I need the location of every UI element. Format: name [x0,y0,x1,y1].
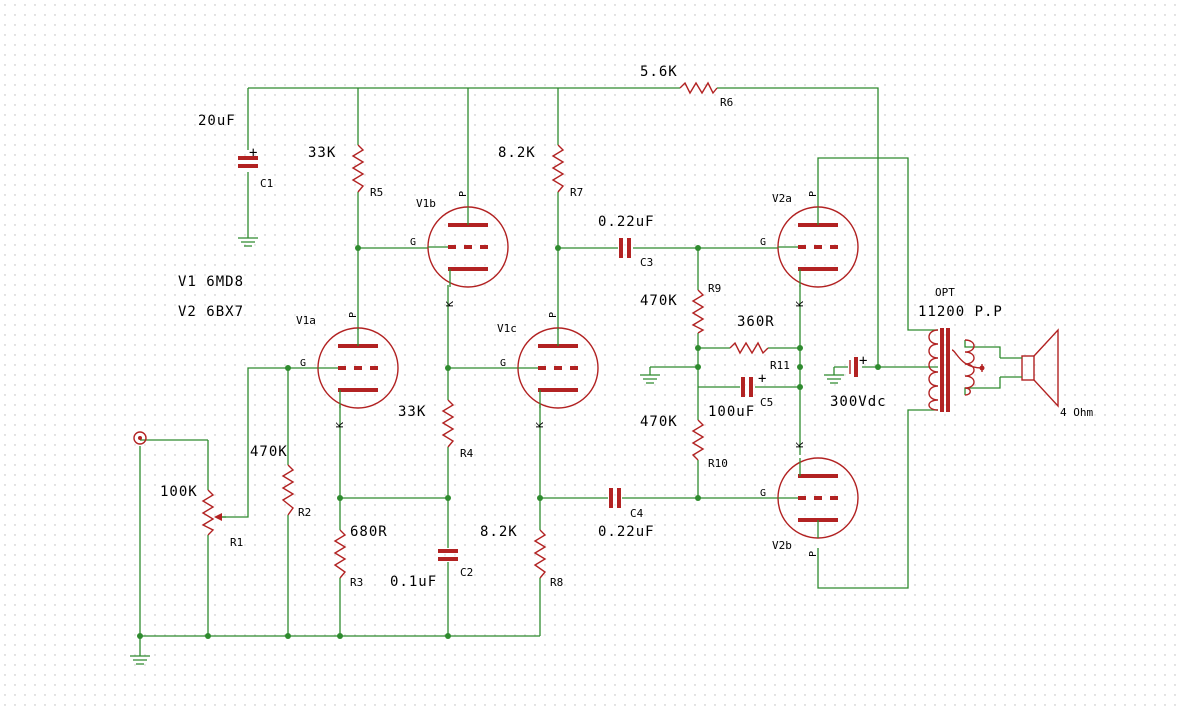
r9-value: 470K [640,293,678,309]
ground-icon [824,374,844,384]
r7-ref: R7 [570,186,583,199]
battery-icon: + [849,353,868,377]
c1-plus: + [249,145,258,161]
v1a-cathode-label: K [335,422,346,428]
r5-ref: R5 [370,186,383,199]
v1b-plate-label: P [458,191,469,197]
labels: 20uF C1 33K R5 8.2K R7 5.6K R6 0.22uF C3… [160,64,1093,590]
r1-value: 100K [160,484,198,500]
v2b-plate-label: P [808,551,819,557]
capacitor-c2 [438,549,458,561]
v2a-plate-label: P [808,191,819,197]
c5-ref: C5 [760,396,773,409]
ground-icon [130,655,150,665]
c4-ref: C4 [630,507,644,520]
v2b-grid-label: G [760,488,766,499]
r4-ref: R4 [460,447,474,460]
v1c-cathode-label: K [535,422,546,428]
v1b-grid-label: G [410,237,416,248]
note-v2: V2 6BX7 [178,304,244,320]
input-jack-icon [133,431,147,445]
r1-ref: R1 [230,536,243,549]
resistor-r7 [551,144,565,193]
ground-symbols [130,237,844,665]
v2a-grid-label: G [760,237,766,248]
v1a-grid-label: G [300,358,306,369]
r2-value: 470K [250,444,288,460]
v1b-ref: V1b [416,197,436,210]
v1a-plate-label: P [348,312,359,318]
resistors [201,81,769,579]
r6-ref: R6 [720,96,733,109]
resistor-r11 [729,341,769,355]
opt-value: 11200 P.P [918,304,1003,320]
v1c-grid-label: G [500,358,506,369]
r3-ref: R3 [350,576,363,589]
r8-value: 8.2K [480,524,518,540]
resistor-r8 [533,529,547,579]
note-v1: V1 6MD8 [178,274,244,290]
battery-plus: + [859,353,868,369]
ground-icon [640,374,660,384]
v1c-ref: V1c [497,322,517,335]
v2b-cathode-label: K [795,442,806,448]
r5-value: 33K [308,145,336,161]
resistor-r6 [679,81,718,95]
speaker-icon [1000,328,1059,408]
c1-value: 20uF [198,113,236,129]
resistor-r9 [691,289,705,334]
resistor-r2 [281,464,295,516]
capacitor-c5: + [741,371,767,397]
resistor-r10 [691,419,705,461]
v1b-cathode-label: K [445,301,456,307]
capacitor-c1: + [238,145,258,168]
v2b-ref: V2b [772,539,792,552]
opt-ref: OPT [935,286,955,299]
resistor-r4 [441,399,455,448]
potentiometer-r1 [201,489,226,536]
r11-value: 360R [737,314,775,330]
c1-ref: C1 [260,177,273,190]
ground-icon [238,237,258,247]
tube-v2b: V2b G P K [760,442,859,557]
v2a-ref: V2a [772,192,792,205]
r4-value: 33K [398,404,426,420]
r8-ref: R8 [550,576,563,589]
c5-value: 100uF [708,404,755,420]
junction-dots [137,245,881,639]
capacitor-c4 [609,488,621,508]
c5-plus: + [758,371,767,387]
r7-value: 8.2K [498,145,536,161]
speaker-value: 4 Ohm [1060,406,1093,419]
c3-ref: C3 [640,256,653,269]
c2-ref: C2 [460,566,473,579]
r11-ref: R11 [770,359,790,372]
r2-ref: R2 [298,506,311,519]
resistor-r3 [333,529,347,579]
r9-ref: R9 [708,282,721,295]
v1c-plate-label: P [548,312,559,318]
r3-value: 680R [350,524,388,540]
capacitor-c3 [619,238,631,258]
c2-value: 0.1uF [390,574,437,590]
output-transformer [928,328,985,412]
r6-value: 5.6K [640,64,678,80]
resistor-r5 [351,144,365,193]
c4-value: 0.22uF [598,524,655,540]
v2a-cathode-label: K [795,301,806,307]
v1a-ref: V1a [296,314,316,327]
c3-value: 0.22uF [598,214,655,230]
r10-value: 470K [640,414,678,430]
battery-value: 300Vdc [830,394,887,410]
r10-ref: R10 [708,457,728,470]
